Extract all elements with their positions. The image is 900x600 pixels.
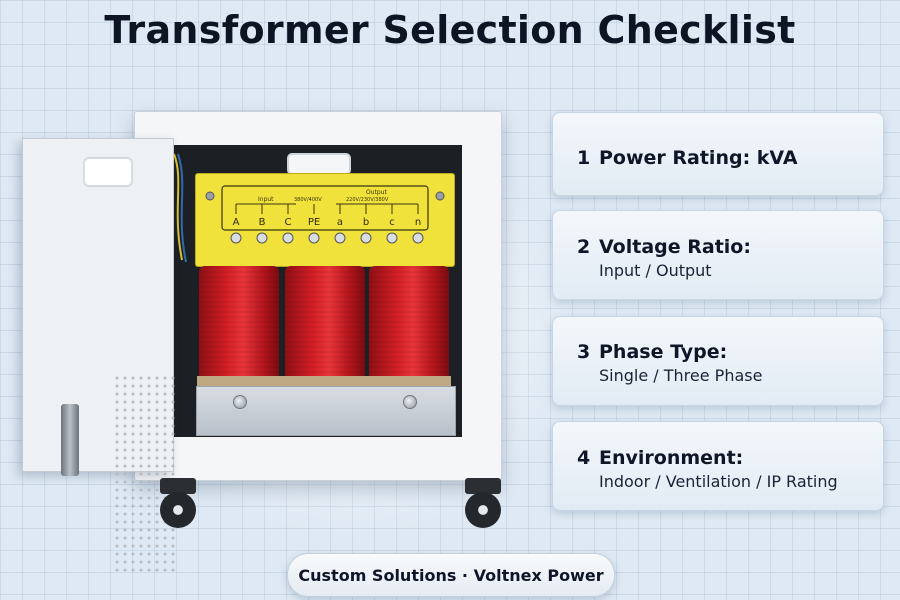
vent-grille [113,374,179,574]
terminal-label: n [415,217,421,228]
plate-input-spec: 380V/400V [294,197,322,203]
checklist-card-environment: 4 Environment: Indoor / Ventilation / IP… [552,421,884,511]
card-detail: Input / Output [599,261,712,280]
card-number: 1 [577,147,591,169]
cabinet-door [22,138,179,574]
card-detail: Indoor / Ventilation / IP Rating [599,472,838,491]
terminal-label: A [233,217,240,228]
card-number: 4 [577,447,591,469]
lifting-handle [287,153,351,175]
terminal-label: a [337,217,343,228]
base-plate [196,386,456,436]
terminal-label: PE [308,217,320,228]
plate-output-spec: 220V/230V/380V [346,197,389,203]
terminal-diagram: Input 380V/400V Output 220V/230V/380V A … [205,185,445,244]
card-number: 3 [577,341,591,363]
caster-wheel-icon [150,478,206,534]
door-handle [83,157,133,187]
checklist-card-voltage: 2 Voltage Ratio: Input / Output [552,210,884,300]
bolt-icon [233,395,247,409]
latch-lock-icon [61,404,79,476]
checklist-card-phase: 3 Phase Type: Single / Three Phase [552,316,884,406]
card-title: Phase Type: [599,341,728,363]
card-number: 2 [577,236,591,258]
transformer-coil [369,266,449,378]
card-detail: Single / Three Phase [599,366,763,385]
transformer-coil [199,266,279,378]
terminal-label: c [389,217,395,228]
plate-input-label: Input [258,196,274,203]
transformer-coil [285,266,365,378]
checklist-card-power: 1 Power Rating: kVA [552,112,884,196]
core-clamp [197,376,451,386]
plate-output-label: Output [366,189,387,196]
terminal-label: b [363,217,369,228]
card-title: Power Rating: kVA [599,147,798,169]
terminal-nameplate: Input 380V/400V Output 220V/230V/380V A … [195,173,455,267]
bolt-icon [403,395,417,409]
card-title: Voltage Ratio: [599,236,751,258]
card-title: Environment: [599,447,744,469]
page-title: Transformer Selection Checklist [104,8,796,52]
terminal-label: B [259,217,266,228]
caster-wheel-icon [455,478,511,534]
wiring [173,153,187,263]
footer-brand-pill: Custom Solutions · Voltnex Power [287,553,615,597]
terminal-label: C [285,217,292,228]
